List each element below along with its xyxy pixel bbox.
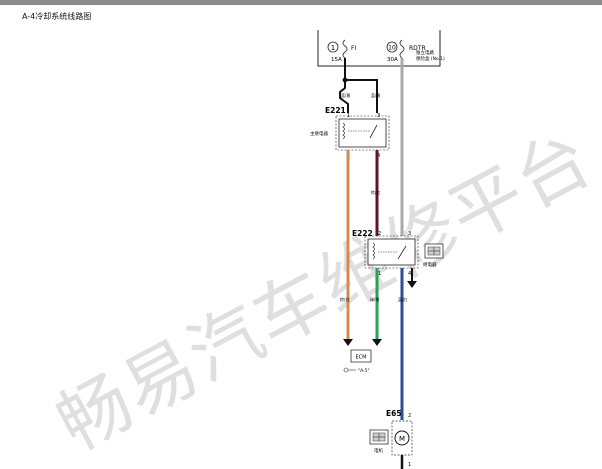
motor-location-icon: [369, 429, 389, 445]
fan-relay-pin-4: 4: [408, 271, 411, 277]
motor-id: E65: [386, 409, 402, 418]
fuse-fi-number: 1: [331, 44, 335, 52]
relay-location-icon: [424, 243, 444, 259]
fan-relay-pin-2: 2: [378, 231, 381, 237]
fan-relay-pin-1: 1: [378, 271, 381, 277]
fuse-fi: 1 FI 15A: [327, 39, 356, 63]
fan-relay-id: E222: [352, 229, 373, 238]
page-title: A-4冷却系统线路图: [22, 12, 92, 21]
fuse-rdtr: 10 RDTR 30A: [386, 39, 426, 63]
wire-label-orange: 棕/白: [340, 296, 349, 302]
motor-symbol: M: [399, 435, 405, 443]
wire-label-brown-red: 棕/红: [371, 189, 380, 195]
wire-label-blue: 蓝/红: [398, 296, 407, 302]
fan-relay-name: 继电器: [423, 261, 437, 268]
wire-label-top-right: 蓝/黄: [371, 92, 380, 98]
supply-wires: [339, 58, 378, 113]
ground-symbol-green: [372, 339, 382, 346]
main-relay-pin-4: 4: [377, 153, 380, 159]
fuse-box-label-2: 保险盒 (No.1): [416, 55, 445, 62]
fan-motor: E65 2 M 1: [386, 409, 413, 468]
fan-relay: E222 2 3 1 4: [352, 229, 419, 277]
fuse-rdtr-number: 10: [388, 45, 396, 52]
main-relay-pin-1: 1: [347, 113, 350, 119]
fuse-box: 1 FI 15A 10 RDTR 30A 独立电路 保险盒 (No.1): [317, 30, 445, 67]
main-relay: E221 1 3 主继电器 2 4: [310, 106, 390, 159]
wire-label-top-left: 蓝/黄: [341, 92, 350, 98]
ground-symbol-orange: [343, 339, 353, 346]
main-relay-id: E221: [325, 106, 346, 115]
ecm-ref: "A-5": [358, 368, 370, 374]
watermark: 畅易汽车维修平台: [44, 115, 602, 467]
fan-relay-pin-3: 3: [408, 231, 411, 237]
ground-symbol-relay: [407, 281, 417, 288]
main-relay-name: 主继电器: [310, 130, 328, 137]
fuse-fi-rating: 15A: [331, 57, 342, 63]
fuse-rdtr-name: RDTR: [409, 45, 426, 52]
motor-pin-bottom: 1: [408, 462, 411, 468]
ecm-box: ECM "A-5": [343, 349, 372, 374]
ecm-label: ECM: [356, 355, 367, 361]
fuse-rdtr-rating: 30A: [387, 57, 398, 63]
fuse-box-label-1: 独立电路: [416, 49, 434, 56]
motor-pin-top: 2: [408, 413, 411, 419]
wire-label-green: 绿/橙: [370, 296, 379, 302]
motor-name: 电机: [374, 447, 383, 454]
fuse-fi-name: FI: [351, 45, 356, 52]
header-bar: [0, 0, 602, 5]
